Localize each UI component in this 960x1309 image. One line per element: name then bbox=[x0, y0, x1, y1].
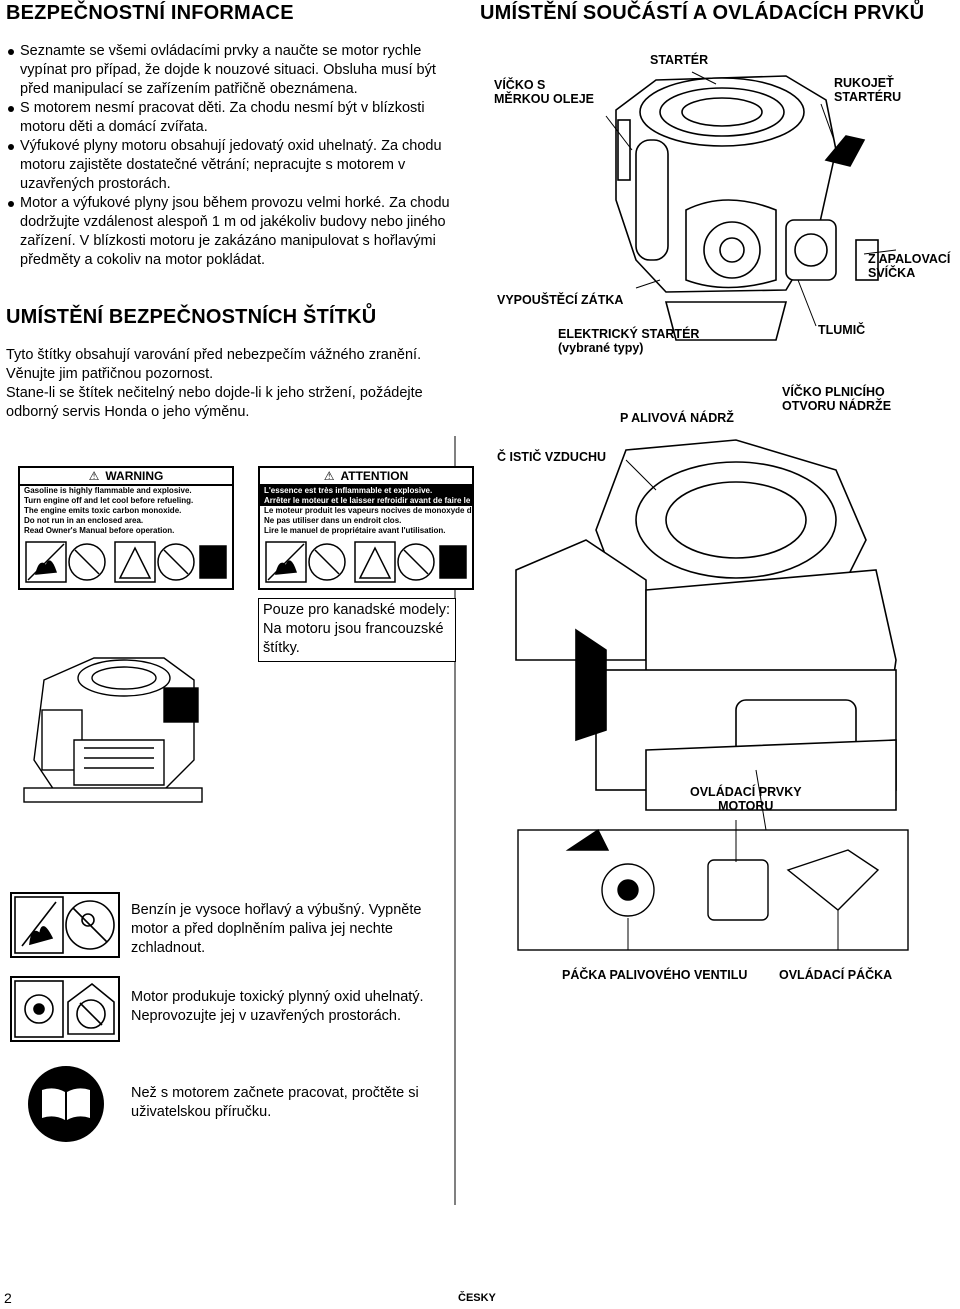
fuel-fire-icon bbox=[14, 896, 115, 954]
attention-line: L'essence est très inflammable et explos… bbox=[260, 486, 472, 496]
safety-bullet: Výfukové plyny motoru obsahují jedovatý … bbox=[6, 137, 468, 194]
warning-label-title: WARNING bbox=[105, 469, 164, 483]
canada-note-box: Pouze pro kanadské modely: Na motoru jso… bbox=[258, 598, 456, 662]
callout-drain-plug: VYPOUŠTĚCÍ ZÁTKA bbox=[497, 293, 624, 307]
carbon-monoxide-pictogram-box bbox=[10, 976, 120, 1042]
warning-triangle-icon: ⚠ bbox=[88, 469, 100, 483]
callout-fuel-cap: VÍČKO PLNICÍHO OTVORU NÁDRŽE bbox=[782, 385, 892, 413]
attention-pictograms bbox=[265, 541, 467, 583]
callout-starter-grip: RUKOJEŤ STARTÉRU bbox=[834, 76, 902, 104]
attention-label-title: ATTENTION bbox=[340, 469, 409, 483]
labels-paragraph-2: Stane-li se štítek nečitelný nebo dojde-… bbox=[6, 385, 423, 420]
callout-air-cleaner: Č ISTIČ VZDUCHU bbox=[497, 450, 607, 464]
warning-triangle-icon: ⚠ bbox=[323, 469, 335, 483]
carbon-monoxide-text: Motor produkuje toxický plynný oxid uhel… bbox=[131, 989, 424, 1024]
warning-line: Gasoline is highly flammable and explosi… bbox=[24, 486, 192, 495]
warning-line: The engine emits toxic carbon monoxide. bbox=[24, 506, 182, 515]
safety-bullet: Motor a výfukové plyny jsou během provoz… bbox=[6, 194, 468, 270]
fuel-fire-pictogram-box bbox=[10, 892, 120, 958]
carbon-monoxide-icon bbox=[14, 980, 115, 1038]
engine-controls-drawing bbox=[515, 439, 897, 930]
fuel-fire-text: Benzín je vysoce hořlavý a výbušný. Vypn… bbox=[131, 902, 422, 956]
page-number: 2 bbox=[4, 1290, 12, 1306]
safety-bullets: Seznamte se všemi ovládacími prvky a nau… bbox=[6, 42, 468, 270]
manual-book-text: Než s motorem začnete pracovat, pročtěte… bbox=[131, 1085, 419, 1120]
callout-control-lever: OVLÁDACÍ PÁČKA bbox=[779, 968, 893, 982]
safety-bullet: Seznamte se všemi ovládacími prvky a nau… bbox=[6, 42, 468, 99]
footer-language: ČESKY bbox=[458, 1292, 496, 1304]
attention-line: Lire le manuel de propriétaire avant l'u… bbox=[264, 526, 446, 535]
callout-fuel-tank: P ALIVOVÁ NÁDRŽ bbox=[620, 411, 734, 425]
attention-line: Ne pas utiliser dans un endroit clos. bbox=[264, 516, 402, 525]
warning-line: Do not run in an enclosed area. bbox=[24, 516, 144, 525]
callout-engine-controls: OVLÁDACÍ PRVKY MOTORU bbox=[690, 785, 802, 813]
attention-label: ⚠ ATTENTION L'essence est très inflammab… bbox=[258, 466, 474, 590]
warning-pictograms bbox=[25, 541, 227, 583]
parts-title: UMÍSTĚNÍ SOUČÁSTÍ A OVLÁDACÍCH PRVKŮ bbox=[480, 2, 925, 24]
callout-muffler: TLUMIČ bbox=[818, 323, 866, 337]
warning-label-header: ⚠ WARNING bbox=[20, 468, 232, 486]
manual-book-icon bbox=[28, 1066, 104, 1142]
safety-bullet: S motorem nesmí pracovat děti. Za chodu … bbox=[6, 99, 468, 137]
callout-starter: STARTÉR bbox=[650, 53, 709, 67]
warning-line: Read Owner's Manual before operation. bbox=[24, 526, 175, 535]
warning-label: ⚠ WARNING Gasoline is highly flammable a… bbox=[18, 466, 234, 590]
engine-controls-detail-drawing bbox=[517, 820, 909, 951]
attention-label-header: ⚠ ATTENTION bbox=[260, 468, 472, 486]
callout-fuel-valve: PÁČKA PALIVOVÉHO VENTILU bbox=[562, 968, 748, 982]
callout-electric-starter: ELEKTRICKÝ STARTÉR (vybrané typy) bbox=[558, 327, 700, 355]
callout-oil-cap: VÍČKO S MĚRKOU OLEJE bbox=[494, 78, 595, 106]
engine-label-location-drawing bbox=[23, 657, 203, 803]
warning-line: Turn engine off and let cool before refu… bbox=[24, 496, 194, 505]
canada-note-text: Pouze pro kanadské modely: Na motoru jso… bbox=[263, 602, 450, 656]
labels-title: UMÍSTĚNÍ BEZPEČNOSTNÍCH ŠTÍTKŮ bbox=[6, 306, 377, 328]
engine-top-drawing bbox=[605, 71, 897, 341]
attention-line: Arrêter le moteur et le laisser refroidi… bbox=[260, 496, 472, 506]
labels-paragraph-1: Tyto štítky obsahují varování před nebez… bbox=[6, 347, 422, 382]
callout-spark-plug: Z APALOVACÍ SVÍČKA bbox=[868, 252, 951, 280]
attention-line: Le moteur produit les vapeurs nocives de… bbox=[264, 506, 472, 515]
safety-title: BEZPEČNOSTNÍ INFORMACE bbox=[6, 2, 294, 24]
